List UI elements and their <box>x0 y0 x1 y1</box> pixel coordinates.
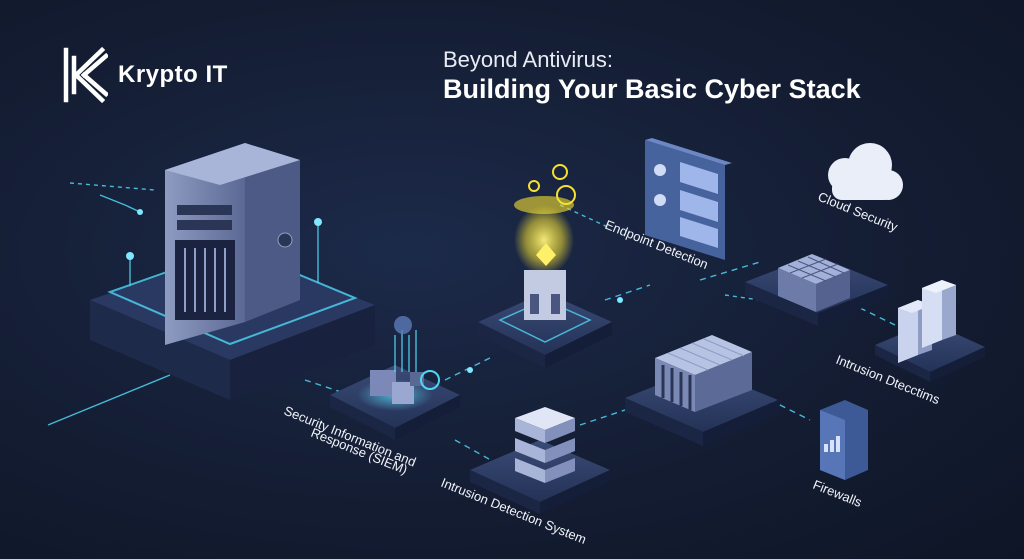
connector-line <box>69 182 156 191</box>
connector-line <box>859 307 896 326</box>
server-platform-side-right <box>230 305 375 400</box>
appliance-node <box>745 254 888 326</box>
dashboard-panel-icon <box>645 138 732 260</box>
siem-node <box>330 316 460 440</box>
krypto-k-logo-icon <box>63 46 108 104</box>
title-line-1: Beyond Antivirus: <box>443 47 613 72</box>
connector-line <box>769 399 811 421</box>
server-node <box>90 143 375 400</box>
connector-dot <box>137 209 143 215</box>
firewall-cube-icon <box>655 335 752 412</box>
cloud-security-node <box>828 143 903 200</box>
connector-line <box>304 379 351 396</box>
endpoint-platform <box>478 292 612 355</box>
server-rack-icon <box>165 143 300 345</box>
connector-line <box>604 284 651 301</box>
firewall-device-icon <box>820 400 868 480</box>
title-line-2: Building Your Basic Cyber Stack <box>443 74 861 104</box>
endpoint-hologram-icon <box>514 164 576 320</box>
ids-node <box>470 407 610 514</box>
brand: Krypto IT <box>62 44 228 106</box>
node-labels: Security Information and Response (SIEM)… <box>282 189 943 547</box>
endpoint-node <box>478 164 612 368</box>
firewalls-label: Firewalls <box>811 477 865 510</box>
server-towers-icon <box>898 280 956 363</box>
connector-line <box>579 409 626 426</box>
cloud-icon <box>828 143 903 200</box>
firewall-stack-node <box>625 335 778 446</box>
brand-name: Krypto IT <box>118 61 228 88</box>
connector-dot <box>467 367 473 373</box>
connector-line <box>47 374 171 426</box>
appliance-box-icon <box>778 254 850 312</box>
connector-line <box>699 261 761 281</box>
intrusion-node <box>875 280 985 382</box>
connector-line <box>99 194 141 213</box>
connector-dot <box>617 297 623 303</box>
connector-dot <box>126 252 134 260</box>
connector-line <box>724 294 761 301</box>
database-stack-icon <box>515 407 575 483</box>
firewalls-node <box>820 400 868 480</box>
server-platform-side-left <box>90 300 230 400</box>
siem-cubes-icon <box>370 316 440 404</box>
connector-dot <box>314 218 322 226</box>
